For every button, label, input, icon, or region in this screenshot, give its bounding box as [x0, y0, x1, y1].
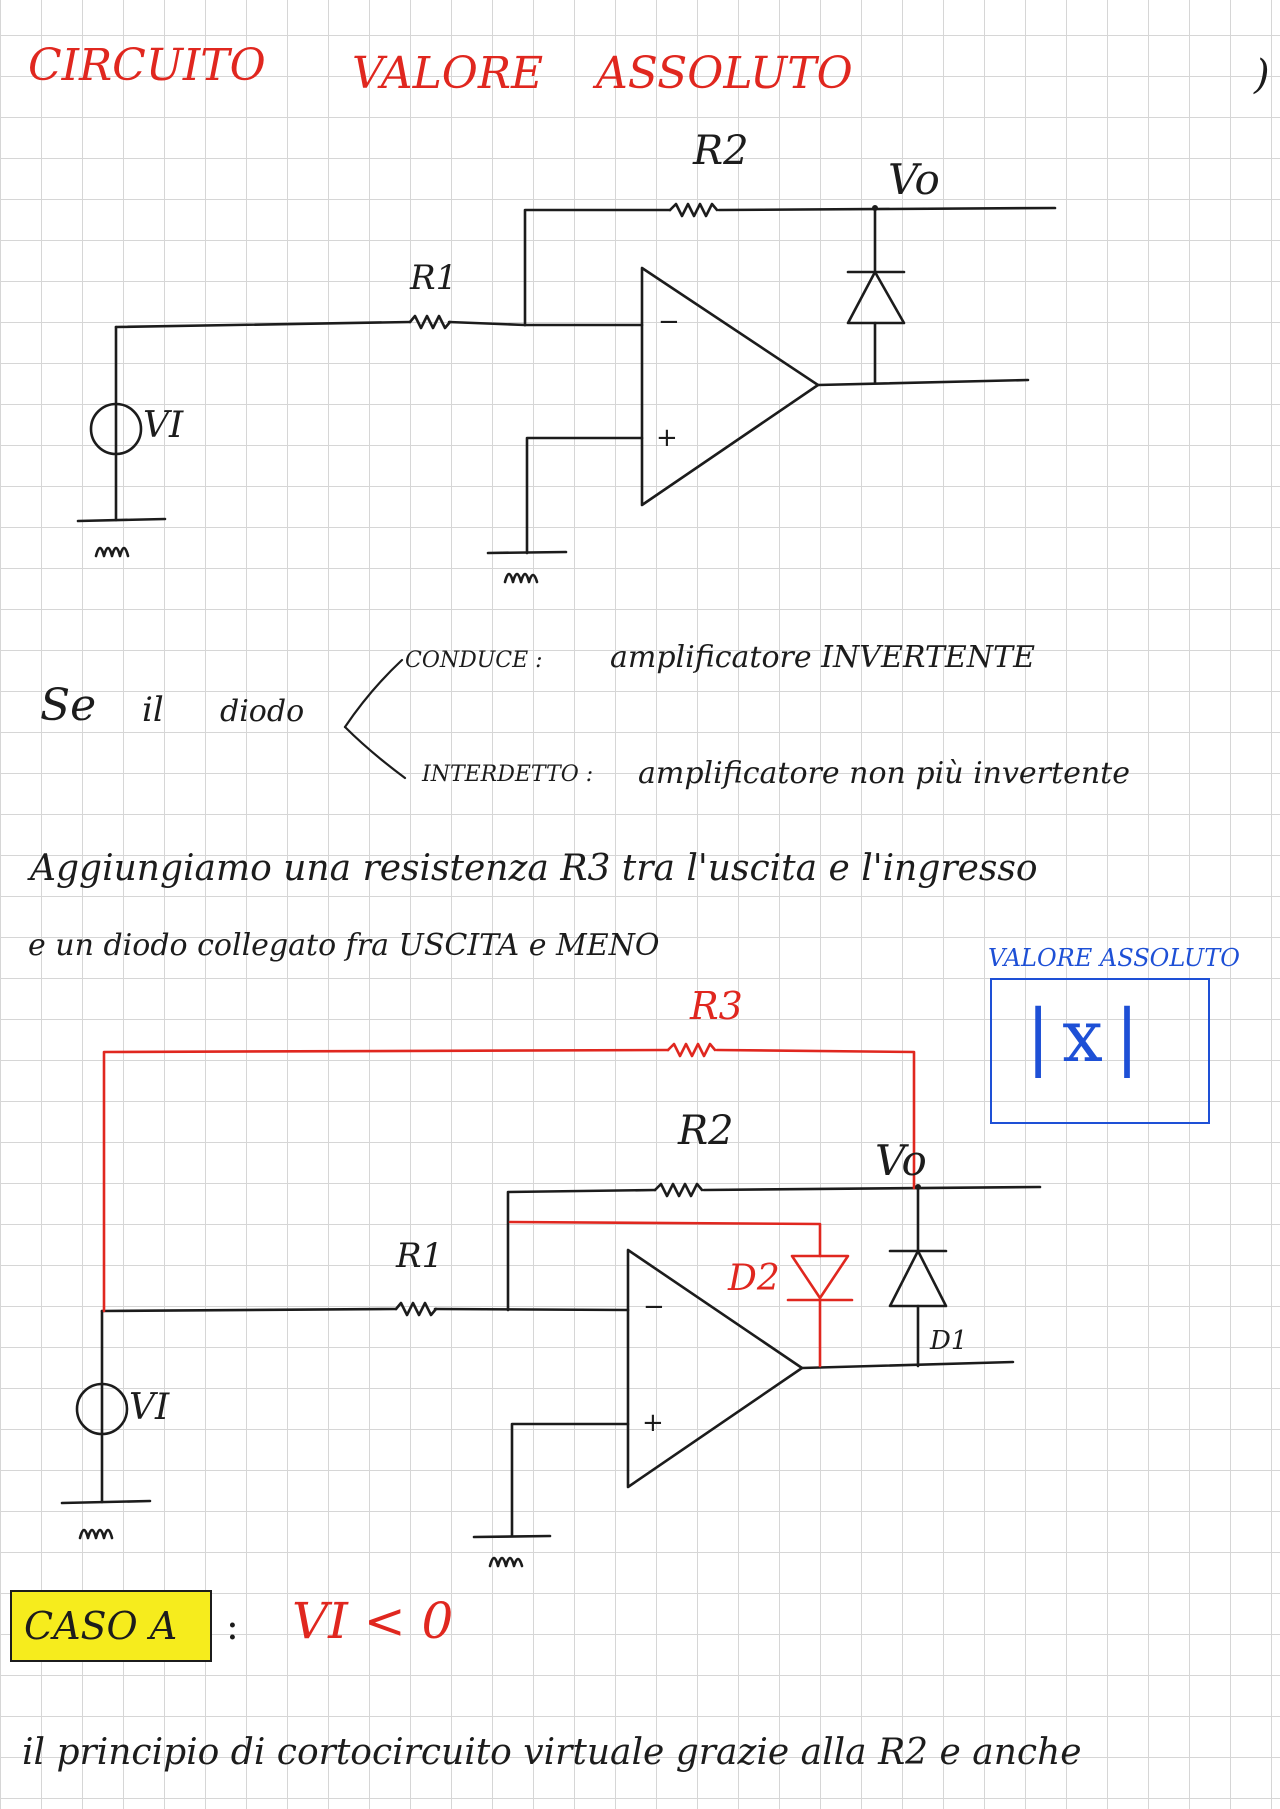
c2-wire-plus-to-ground	[510, 1422, 630, 1538]
circuit-2	[60, 1182, 1042, 1568]
bottom-text: il principio di cortocircuito virtuale g…	[22, 1732, 1082, 1773]
circuit-2-red-additions	[102, 1042, 916, 1368]
title-word-circuito: CIRCUITO	[28, 40, 266, 91]
title-word-valore: VALORE	[352, 48, 544, 99]
c1-wire-plus-to-ground	[525, 436, 644, 555]
title-corner-mark: )	[1254, 52, 1270, 98]
c1-label-vo: Vo	[888, 155, 940, 204]
c2-label-vo: Vo	[875, 1136, 927, 1185]
c2-label-r2: R2	[678, 1108, 734, 1154]
c2-wire-vi-to-r1	[100, 1307, 398, 1313]
c1-opamp-plus: +	[656, 423, 678, 453]
c1-label-r2: R2	[693, 128, 749, 174]
note-diodo: diodo	[220, 694, 305, 729]
c1-label-vi: VI	[143, 405, 184, 446]
c1-ground-scribble-right	[503, 572, 539, 584]
c1-wire-feedback-top	[523, 208, 672, 327]
c1-wire-r2-to-vo	[717, 206, 1057, 212]
c2-resistor-r2	[653, 1182, 704, 1198]
c2-d1-triangle	[888, 1249, 948, 1308]
c1-label-r1: R1	[410, 258, 458, 298]
branch-up	[343, 658, 404, 729]
note-line-1: Aggiungiamo una resistenza R3 tra l'usci…	[30, 848, 1038, 889]
abs-box-label: VALORE ASSOLUTO	[988, 944, 1240, 972]
note-line-2: e un diodo collegato fra USCITA e MENO	[28, 928, 660, 963]
note-il: il	[142, 690, 164, 730]
note-conduce-value: amplificatore INVERTENTE	[610, 640, 1035, 675]
c2-label-vi: VI	[129, 1387, 170, 1428]
c2-vo-node-dot	[915, 1184, 921, 1190]
branch-lines	[343, 658, 407, 780]
c2-wire-feedback-top	[506, 1188, 657, 1312]
c2-wire-r3-left	[102, 1048, 670, 1313]
c1-opamp-minus: −	[658, 307, 680, 337]
c2-ground-bar-left	[60, 1499, 152, 1505]
abs-box: |x|	[990, 978, 1210, 1124]
c1-vo-node-dot	[872, 205, 878, 211]
c2-wire-d2-top	[508, 1220, 822, 1258]
opamp-1-triangle	[640, 266, 820, 507]
c1-wire-output	[816, 378, 1030, 387]
c2-label-d2: D2	[728, 1258, 780, 1299]
title-word-assoluto: ASSOLUTO	[596, 48, 853, 99]
c2-opamp-plus: +	[642, 1408, 664, 1438]
c1-ground-scribble-left	[94, 546, 130, 558]
note-interdetto-value: amplificatore non più invertente	[638, 756, 1130, 791]
c2-wire-r1-to-minus	[433, 1307, 630, 1312]
c2-label-d1: D1	[930, 1326, 968, 1356]
c2-ground-bar-right	[472, 1534, 552, 1539]
c2-label-r1: R1	[396, 1236, 444, 1276]
c1-wire-r1-to-node	[447, 320, 527, 327]
c2-ground-scribble-right	[488, 1556, 524, 1568]
caso-condition: VI < 0	[292, 1592, 454, 1650]
abs-box-formula: |x|	[1026, 994, 1152, 1078]
c1-resistor-r2	[668, 202, 719, 218]
c2-wire-r2-to-vo	[702, 1185, 1042, 1192]
c1-resistor-r1	[408, 314, 452, 330]
c2-label-r3: R3	[690, 984, 743, 1028]
c2-wire-output	[800, 1360, 1015, 1370]
caso-label: CASO A	[24, 1604, 178, 1648]
c1-ground-bar-left	[76, 517, 167, 523]
c2-opamp-minus: −	[643, 1292, 665, 1322]
c2-wire-r3-right	[715, 1048, 916, 1190]
note-interdetto-label: INTERDETTO :	[422, 762, 594, 787]
c2-resistor-r3	[666, 1042, 717, 1058]
circuit-1	[76, 202, 1057, 584]
c1-wire-vi-to-r1	[114, 320, 412, 329]
c2-ground-scribble-left	[78, 1528, 114, 1540]
caso-colon: :	[226, 1604, 239, 1648]
c1-diode-triangle	[846, 270, 906, 325]
c1-ground-bar-right	[486, 550, 568, 555]
note-conduce-label: CONDUCE :	[405, 648, 543, 673]
c2-resistor-r1	[394, 1301, 438, 1317]
caso-highlight: CASO A	[10, 1590, 212, 1662]
c2-d2-triangle	[790, 1254, 850, 1300]
note-se: Se	[40, 680, 97, 731]
branch-down	[343, 725, 407, 780]
opamp-2-triangle	[626, 1248, 804, 1489]
